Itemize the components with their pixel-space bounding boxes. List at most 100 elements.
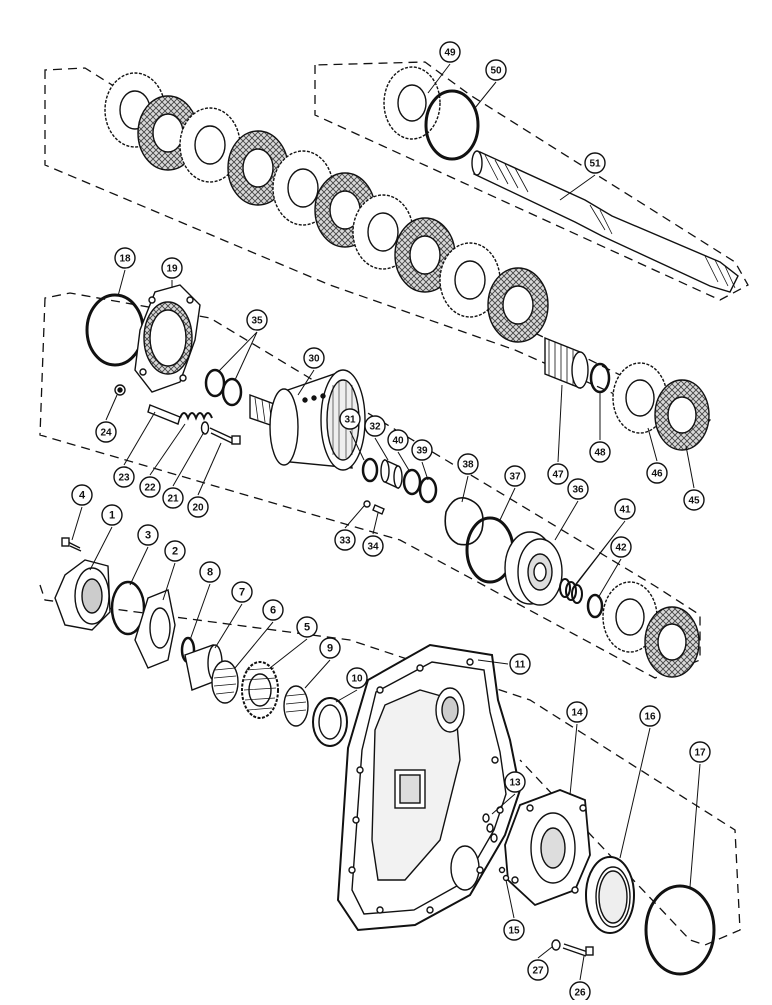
callout-circle <box>439 41 461 63</box>
callout-circle <box>164 540 186 562</box>
callout-number: 3 <box>145 530 151 542</box>
upper-clutch-pack <box>104 72 549 343</box>
bushing-32 <box>380 458 403 490</box>
callout-circle <box>101 504 123 526</box>
housing-group-outline <box>39 584 741 946</box>
callout-circle <box>387 429 409 451</box>
callout-circle <box>95 421 117 443</box>
callout-number: 51 <box>589 159 601 170</box>
callout-circle <box>683 489 705 511</box>
callout-circle <box>161 257 183 279</box>
pin-34 <box>372 504 385 515</box>
callout-circle <box>689 741 711 763</box>
callout-10: 10 <box>346 667 368 689</box>
output-shaft-51 <box>471 150 739 293</box>
callout-number: 23 <box>118 473 130 484</box>
callout-20: 20 <box>187 496 209 518</box>
springs-41 <box>559 578 583 604</box>
callout-circle <box>362 535 384 557</box>
callout-number: 32 <box>369 422 381 433</box>
friction-disc <box>394 217 456 293</box>
callout-41: 41 <box>614 498 636 520</box>
callout-49: 49 <box>439 41 461 63</box>
callout-circle <box>503 919 525 941</box>
friction-disc <box>227 130 289 206</box>
callout-number: 30 <box>308 354 320 365</box>
callout-number: 49 <box>444 48 456 59</box>
callout-32: 32 <box>364 415 386 437</box>
callout-51: 51 <box>584 152 606 174</box>
callout-circle <box>162 487 184 509</box>
callout-number: 33 <box>339 536 351 547</box>
callout-number: 36 <box>572 485 584 496</box>
callout-circle <box>139 476 161 498</box>
callout-50: 50 <box>485 59 507 81</box>
callout-45: 45 <box>683 489 705 511</box>
callout-number: 38 <box>462 460 474 471</box>
callout-number: 45 <box>688 496 700 507</box>
callout-number: 18 <box>119 254 131 265</box>
callout-number: 5 <box>304 622 310 634</box>
snap-ring-48 <box>589 362 611 394</box>
callout-circle <box>199 561 221 583</box>
callout-16: 16 <box>639 705 661 727</box>
callout-48: 48 <box>589 441 611 463</box>
callout-number: 37 <box>509 472 521 483</box>
retainer-plate-19 <box>134 284 201 393</box>
hub-47 <box>544 336 589 390</box>
friction-disc <box>487 267 549 343</box>
bolt-26 <box>562 943 594 957</box>
gasket-2 <box>134 589 176 669</box>
callout-circle <box>566 701 588 723</box>
callout-number: 2 <box>172 546 178 558</box>
callout-number: 35 <box>251 316 263 327</box>
callout-30: 30 <box>303 347 325 369</box>
callout-37: 37 <box>504 465 526 487</box>
snap-ring-50 <box>424 89 480 161</box>
callout-21: 21 <box>162 487 184 509</box>
callout-number: 4 <box>79 490 86 502</box>
callout-number: 14 <box>571 708 583 719</box>
callout-14: 14 <box>566 701 588 723</box>
steel-disc-46 <box>612 362 668 434</box>
washer-27 <box>551 939 561 951</box>
callout-42: 42 <box>610 536 632 558</box>
callout-40: 40 <box>387 429 409 451</box>
callout-circle <box>610 536 632 558</box>
callout-15: 15 <box>503 919 525 941</box>
snap-ring-42 <box>586 593 604 619</box>
callout-number: 27 <box>532 966 544 977</box>
callout-circle <box>334 529 356 551</box>
callout-circle <box>113 466 135 488</box>
callout-circle <box>114 247 136 269</box>
leader-lines <box>71 63 701 981</box>
gear-5 <box>241 661 279 719</box>
piston-36 <box>504 531 563 606</box>
callout-circle <box>589 441 611 463</box>
callout-38: 38 <box>457 453 479 475</box>
callout-labels: 4950511819353047484645242322212031324039… <box>71 41 711 1003</box>
callout-9: 9 <box>319 637 341 659</box>
callout-circle <box>457 453 479 475</box>
callout-number: 22 <box>144 483 156 494</box>
ball-33 <box>363 500 371 508</box>
callout-27: 27 <box>527 959 549 981</box>
callout-5: 5 <box>296 616 318 638</box>
callout-circle <box>504 771 526 793</box>
callout-number: 50 <box>490 66 502 77</box>
callout-circle <box>364 415 386 437</box>
callout-35: 35 <box>246 309 268 331</box>
callout-circle <box>296 616 318 638</box>
callout-number: 17 <box>694 748 706 759</box>
bearing-cup-10 <box>312 697 348 747</box>
o-rings-13 <box>482 813 498 843</box>
callout-circle <box>339 408 361 430</box>
callout-circle <box>71 484 93 506</box>
callout-13: 13 <box>504 771 526 793</box>
callout-number: 15 <box>508 926 520 937</box>
steel-disc <box>439 242 501 318</box>
pin-15 <box>498 866 510 882</box>
bolt-4 <box>61 537 82 552</box>
callout-number: 16 <box>644 712 656 723</box>
